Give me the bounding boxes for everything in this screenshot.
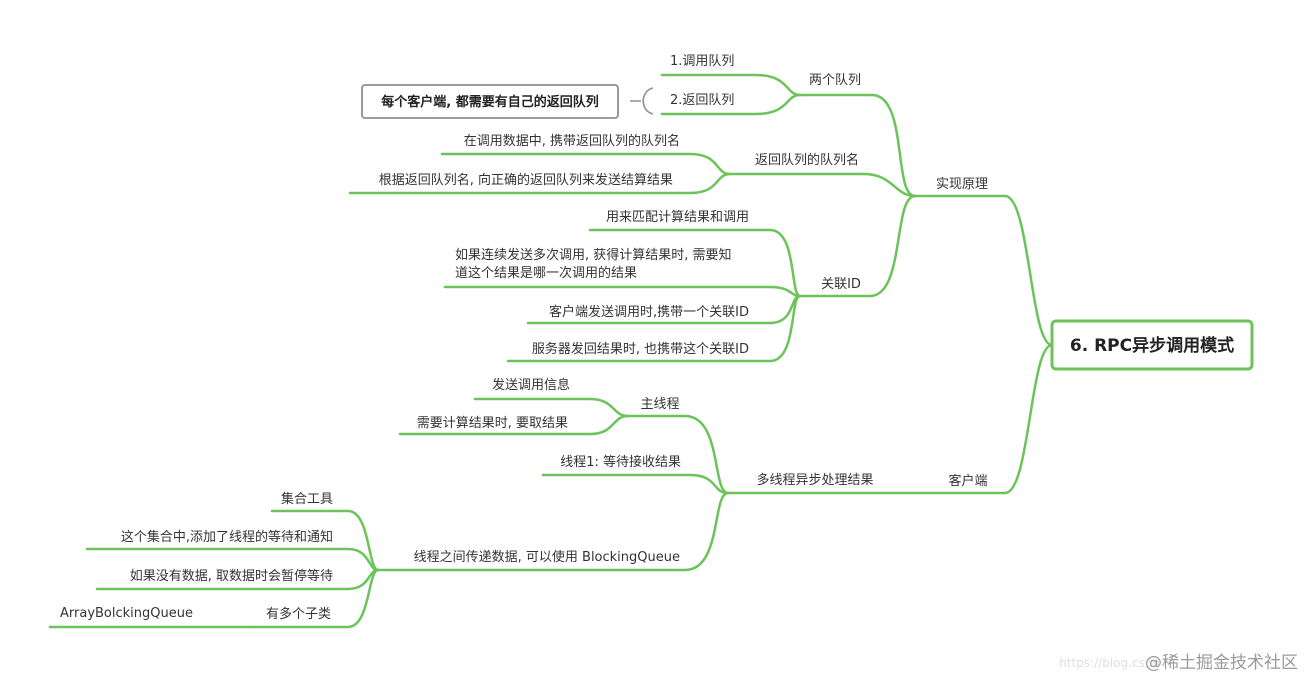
node-call-queue[interactable]: 1.调用队列 bbox=[670, 54, 734, 69]
edge-principle-returnname bbox=[862, 172, 917, 198]
edge-correlation-match bbox=[588, 228, 802, 298]
edge-twoqueues-call bbox=[660, 73, 802, 97]
node-collection-tool[interactable]: 集合工具 bbox=[281, 491, 333, 507]
watermark-brand: @稀土掘金技术社区 bbox=[1145, 653, 1298, 673]
node-match-result[interactable]: 用来匹配计算结果和调用 bbox=[606, 210, 749, 225]
node-correlation-id[interactable]: 关联ID bbox=[821, 277, 861, 292]
node-multi-call-line1[interactable]: 如果连续发送多次调用, 获得计算结果时, 需要知 bbox=[455, 247, 732, 263]
callout-node[interactable]: 每个客户端, 都需要有自己的返回队列 bbox=[361, 84, 619, 119]
root-label: 6. RPC异步调用模式 bbox=[1070, 335, 1234, 356]
edge-returnname-carry bbox=[440, 152, 732, 176]
edge-multithread-blocking bbox=[376, 491, 730, 572]
node-multi-call-line2[interactable]: 道这个结果是哪一次调用的结果 bbox=[455, 265, 637, 281]
callout-connector bbox=[630, 87, 654, 115]
edge-main-fetch bbox=[398, 414, 630, 436]
mindmap-edges bbox=[48, 73, 1054, 629]
edge-root-principle bbox=[1003, 194, 1054, 347]
node-send-call-info[interactable]: 发送调用信息 bbox=[492, 377, 570, 393]
edge-principle-twoqueues bbox=[870, 93, 917, 198]
node-server-carry-id[interactable]: 服务器发回结果时, 也携带这个关联ID bbox=[532, 341, 749, 357]
edge-correlation-server bbox=[506, 294, 802, 363]
node-blocking-queue[interactable]: 线程之间传递数据, 可以使用 BlockingQueue bbox=[414, 549, 680, 565]
edge-main-send bbox=[473, 397, 630, 418]
node-principle[interactable]: 实现原理 bbox=[936, 177, 988, 192]
node-no-data-wait[interactable]: 如果没有数据, 取数据时会暂停等待 bbox=[130, 568, 333, 584]
node-multithread[interactable]: 多线程异步处理结果 bbox=[756, 472, 873, 488]
node-fetch-result[interactable]: 需要计算结果时, 要取结果 bbox=[417, 416, 568, 431]
node-send-by-return-name[interactable]: 根据返回队列名, 向正确的返回队列来发送结算结果 bbox=[379, 172, 673, 188]
edge-correlation-multi bbox=[443, 285, 802, 298]
edge-multithread-thread1 bbox=[541, 473, 730, 495]
node-array-blocking-queue[interactable]: ArrayBolckingQueue bbox=[60, 606, 193, 621]
edge-multithread-main bbox=[626, 414, 730, 495]
node-main-thread[interactable]: 主线程 bbox=[640, 397, 679, 412]
edge-blocking-waitnotify bbox=[85, 547, 380, 572]
edge-principle-correlation bbox=[868, 194, 917, 298]
node-wait-notify[interactable]: 这个集合中,添加了线程的等待和通知 bbox=[121, 529, 333, 545]
callout-text: 每个客户端, 都需要有自己的返回队列 bbox=[381, 94, 598, 110]
watermark-faint: https://blog.csdn bbox=[1059, 656, 1160, 670]
edge-twoqueues-return bbox=[660, 93, 802, 116]
node-return-queue-name[interactable]: 返回队列的队列名 bbox=[755, 152, 859, 168]
node-client[interactable]: 客户端 bbox=[948, 473, 987, 489]
edge-blocking-subclasses bbox=[248, 568, 380, 629]
node-return-queue[interactable]: 2.返回队列 bbox=[670, 93, 734, 108]
node-two-queues[interactable]: 两个队列 bbox=[809, 73, 861, 88]
edge-returnname-send bbox=[348, 172, 732, 195]
node-carry-return-name[interactable]: 在调用数据中, 携带返回队列的队列名 bbox=[464, 133, 680, 149]
root-node[interactable]: 6. RPC异步调用模式 bbox=[1050, 319, 1254, 371]
edge-root-client bbox=[1003, 343, 1054, 495]
node-client-carry-id[interactable]: 客户端发送调用时,携带一个关联ID bbox=[549, 304, 749, 320]
node-thread1[interactable]: 线程1: 等待接收结果 bbox=[560, 454, 681, 470]
node-subclasses[interactable]: 有多个子类 bbox=[266, 606, 331, 622]
